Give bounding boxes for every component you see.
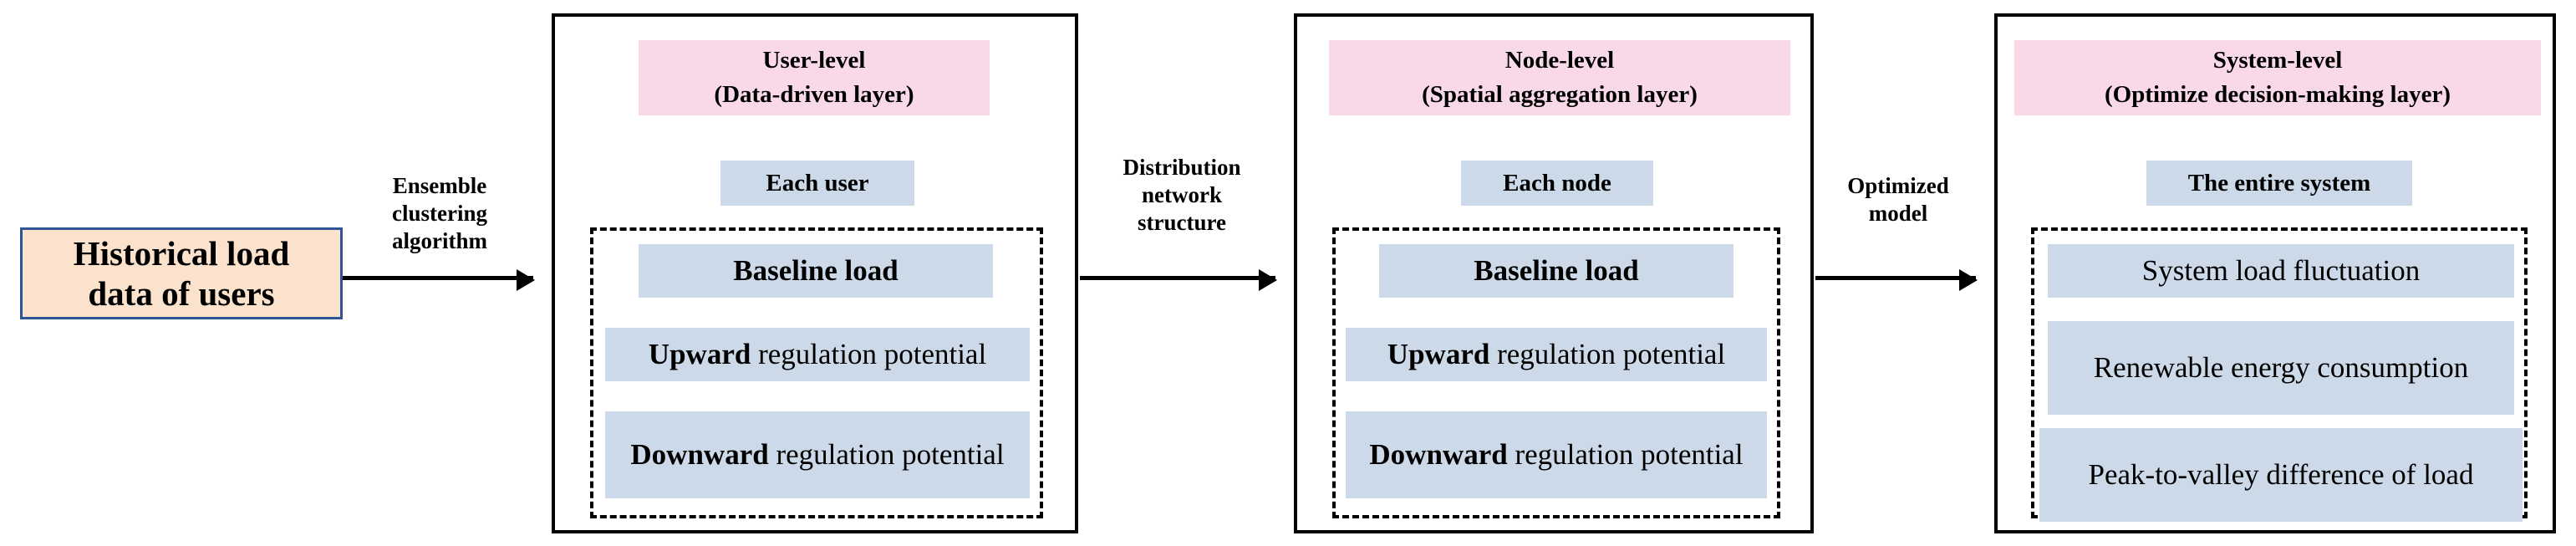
panel-system-item-peak-to-valley-difference: Peak-to-valley difference of load bbox=[2039, 428, 2523, 522]
arrow-1-line-2: clustering bbox=[392, 200, 487, 226]
panel-node-metric-group bbox=[1332, 227, 1780, 518]
panel-system-scope-chip: The entire system bbox=[2146, 161, 2412, 206]
panel-system-item-2-rest: Peak-to-valley difference of load bbox=[2088, 458, 2474, 492]
panel-system-item-load-fluctuation: System load fluctuation bbox=[2048, 244, 2514, 298]
panel-node-scope-chip: Each node bbox=[1461, 161, 1653, 206]
panel-node-item-0-bold: Baseline load bbox=[1474, 254, 1639, 288]
arrow-source-to-user bbox=[343, 269, 535, 291]
arrow-3-line-1: Optimized bbox=[1847, 173, 1949, 198]
panel-system-level: System-level (Optimize decision-making l… bbox=[1994, 13, 2556, 533]
panel-user-item-downward-regulation-potential: Downward regulation potential bbox=[605, 411, 1030, 498]
panel-system-header-line-1: System-level bbox=[2212, 47, 2343, 74]
panel-user-header-line-2: (Data-driven layer) bbox=[714, 81, 914, 108]
arrow-1-line-1: Ensemble bbox=[392, 173, 487, 198]
panel-system-header-line-2: (Optimize decision-making layer) bbox=[2104, 81, 2451, 108]
arrow-3-line-2: model bbox=[1868, 200, 1928, 226]
panel-user-item-1-rest: regulation potential bbox=[751, 338, 987, 371]
panel-node-item-downward-regulation-potential: Downward regulation potential bbox=[1346, 411, 1767, 498]
panel-user-header: User-level (Data-driven layer) bbox=[639, 40, 990, 115]
panel-node-level: Node-level (Spatial aggregation layer) E… bbox=[1294, 13, 1814, 533]
arrow-node-to-system bbox=[1815, 269, 1978, 291]
panel-node-item-baseline-load: Baseline load bbox=[1379, 244, 1733, 298]
panel-user-metric-group bbox=[590, 227, 1043, 518]
panel-system-item-0-rest: System load fluctuation bbox=[2141, 254, 2421, 288]
arrow-2-line-2: network bbox=[1142, 181, 1222, 207]
panel-user-item-baseline-load: Baseline load bbox=[639, 244, 993, 298]
panel-user-item-0-bold: Baseline load bbox=[733, 254, 899, 288]
historical-load-data-box: Historical load data of users bbox=[20, 227, 343, 319]
arrow-label-distribution-network: Distribution network structure bbox=[1087, 154, 1277, 237]
panel-node-header: Node-level (Spatial aggregation layer) bbox=[1329, 40, 1790, 115]
panel-node-item-upward-regulation-potential: Upward regulation potential bbox=[1346, 328, 1767, 381]
arrow-label-ensemble-clustering: Ensemble clustering algorithm bbox=[349, 172, 530, 255]
panel-node-header-line-1: Node-level bbox=[1504, 47, 1615, 74]
arrow-label-optimized-model: Optimized model bbox=[1819, 172, 1978, 227]
source-line-2: data of users bbox=[88, 274, 275, 313]
panel-user-level: User-level (Data-driven layer) Each user… bbox=[552, 13, 1078, 533]
panel-system-header: System-level (Optimize decision-making l… bbox=[2014, 40, 2541, 115]
panel-user-header-line-1: User-level bbox=[762, 47, 866, 74]
panel-user-item-2-bold: Downward bbox=[630, 438, 769, 472]
arrow-2-line-3: structure bbox=[1138, 209, 1226, 235]
panel-node-header-line-2: (Spatial aggregation layer) bbox=[1422, 81, 1698, 108]
arrow-user-to-node bbox=[1080, 269, 1277, 291]
arrow-2-line-1: Distribution bbox=[1123, 155, 1241, 180]
panel-user-scope-chip: Each user bbox=[720, 161, 914, 206]
panel-node-item-2-bold: Downward bbox=[1369, 438, 1508, 472]
panel-node-item-1-rest: regulation potential bbox=[1489, 338, 1726, 371]
panel-node-item-2-rest: regulation potential bbox=[1507, 438, 1744, 472]
panel-user-item-1-bold: Upward bbox=[648, 338, 751, 371]
panel-system-item-1-rest: Renewable energy consumption bbox=[2093, 351, 2469, 385]
panel-node-item-1-bold: Upward bbox=[1387, 338, 1490, 371]
panel-user-item-upward-regulation-potential: Upward regulation potential bbox=[605, 328, 1030, 381]
panel-user-item-2-rest: regulation potential bbox=[768, 438, 1005, 472]
source-line-1: Historical load bbox=[73, 233, 290, 273]
panel-system-item-renewable-consumption: Renewable energy consumption bbox=[2048, 321, 2514, 415]
arrow-1-line-3: algorithm bbox=[392, 227, 487, 253]
